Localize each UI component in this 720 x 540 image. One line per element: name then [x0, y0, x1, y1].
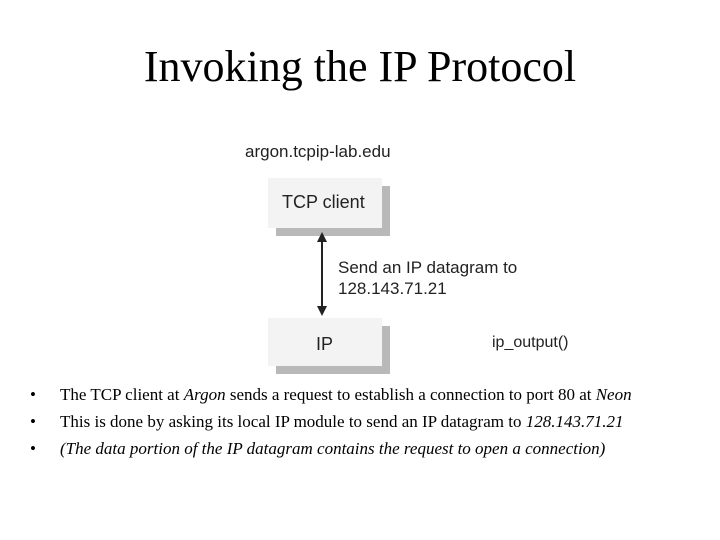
bidirectional-arrow-icon — [317, 232, 327, 316]
bullet-item: • The TCP client at Argon sends a reques… — [30, 385, 632, 404]
slide-title: Invoking the IP Protocol — [143, 42, 577, 91]
bullet-list: • The TCP client at Argon sends a reques… — [30, 384, 720, 465]
ip-label: IP — [316, 334, 334, 354]
send-datagram-label: Send an IP datagram to 128.143.71.21 — [338, 257, 517, 299]
tcp-client-label: TCP client — [282, 192, 365, 212]
bullet-dot: • — [30, 439, 36, 458]
tcp-client-box: TCP client — [268, 178, 390, 236]
ip-box: IP — [268, 318, 390, 374]
bullet-dot: • — [30, 385, 36, 404]
ip-output-label: ip_output() — [492, 334, 569, 351]
bullet-item: • (The data portion of the IP datagram c… — [30, 439, 606, 458]
host-label: argon.tcpip-lab.edu — [245, 142, 391, 161]
send-datagram-line2: 128.143.71.21 — [338, 279, 447, 298]
send-datagram-line1: Send an IP datagram to — [338, 258, 518, 277]
bullet-dot: • — [30, 412, 36, 431]
bullet-item: • This is done by asking its local IP mo… — [30, 412, 624, 431]
